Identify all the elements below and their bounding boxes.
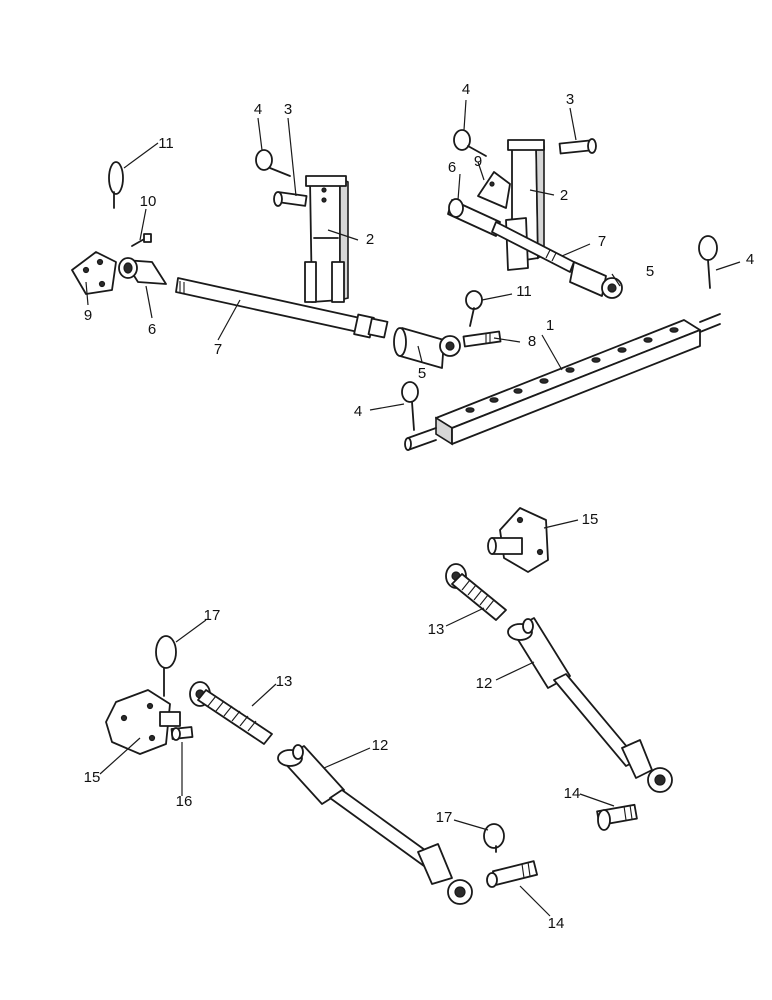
callout-10: 10 xyxy=(140,193,157,210)
callout-12-left: 12 xyxy=(372,737,389,754)
callout-11-center: 11 xyxy=(516,283,532,300)
callout-3-left: 3 xyxy=(284,101,292,118)
leader-lines xyxy=(85,99,741,917)
plate-part-15-left xyxy=(105,689,181,755)
rod-part-7-right xyxy=(491,221,575,273)
lynch-pin-part-11-left xyxy=(108,161,124,209)
callout-4-right-top: 4 xyxy=(462,81,470,98)
callout-15-left: 15 xyxy=(84,769,101,786)
threaded-rod-part-13-right xyxy=(445,563,507,621)
callout-12-right: 12 xyxy=(476,675,493,692)
callout-6-left: 6 xyxy=(148,321,156,338)
callout-17-right: 17 xyxy=(436,809,453,826)
callout-14-bottom: 14 xyxy=(548,915,565,932)
linch-pin-part-4-right-top xyxy=(453,129,487,157)
callout-4-center: 4 xyxy=(354,403,362,420)
swivel-part-6-left xyxy=(118,257,167,285)
callout-1: 1 xyxy=(546,317,554,334)
lynch-pin-part-17-right xyxy=(483,823,505,853)
callout-11-left: 11 xyxy=(158,135,174,152)
plate-part-9-right xyxy=(477,171,511,209)
callout-9-left: 9 xyxy=(84,307,92,324)
callout-2-right: 2 xyxy=(560,187,568,204)
callout-7-left: 7 xyxy=(214,341,222,358)
bolt-part-16 xyxy=(170,726,194,741)
linch-pin-part-4-center xyxy=(401,381,419,431)
plate-part-15-right xyxy=(487,507,549,573)
callout-15-right: 15 xyxy=(582,511,599,528)
threaded-rod-part-13-left xyxy=(189,681,273,745)
plate-part-9-left xyxy=(71,251,117,295)
bracket-part-2-left xyxy=(304,175,349,303)
screw-part-10 xyxy=(131,233,152,247)
callout-7-right: 7 xyxy=(598,233,606,250)
lynch-pin-part-17-left xyxy=(155,635,177,697)
callout-9-right: 9 xyxy=(474,153,482,170)
stud-part-14-bottom xyxy=(486,860,538,888)
stabilizer-part-12-right xyxy=(507,617,673,793)
callout-13-left: 13 xyxy=(276,673,293,690)
callout-5-center: 5 xyxy=(418,365,426,382)
linch-pin-part-4-left-top xyxy=(255,149,291,177)
stud-part-8 xyxy=(462,330,502,348)
socket-part-5-right xyxy=(569,261,623,299)
callout-4-right: 4 xyxy=(746,251,754,268)
callout-16: 16 xyxy=(176,793,193,810)
callout-6-right: 6 xyxy=(448,159,456,176)
pin-part-3-left xyxy=(273,191,308,207)
stabilizer-part-12-left xyxy=(277,744,473,905)
callout-4-left-top: 4 xyxy=(254,101,262,118)
stud-part-14-right xyxy=(596,803,638,831)
swivel-part-6-right xyxy=(447,198,501,237)
callout-17-left: 17 xyxy=(204,607,221,624)
callout-14-right: 14 xyxy=(564,785,581,802)
callout-labels: 11 10 9 6 7 4 3 2 11 8 5 1 4 4 3 9 2 6 7… xyxy=(84,81,755,932)
callout-8: 8 xyxy=(528,333,536,350)
callout-5-right: 5 xyxy=(646,263,654,280)
lynch-pin-part-11-center xyxy=(465,290,483,327)
callout-2-left: 2 xyxy=(366,231,374,248)
linch-pin-part-4-right xyxy=(698,235,718,289)
rod-part-7-left xyxy=(175,277,389,339)
callout-13-right: 13 xyxy=(428,621,445,638)
callout-3-right: 3 xyxy=(566,91,574,108)
socket-part-5-center xyxy=(393,327,461,369)
drawbar-part-1 xyxy=(404,313,721,451)
pin-part-3-right xyxy=(558,138,597,155)
